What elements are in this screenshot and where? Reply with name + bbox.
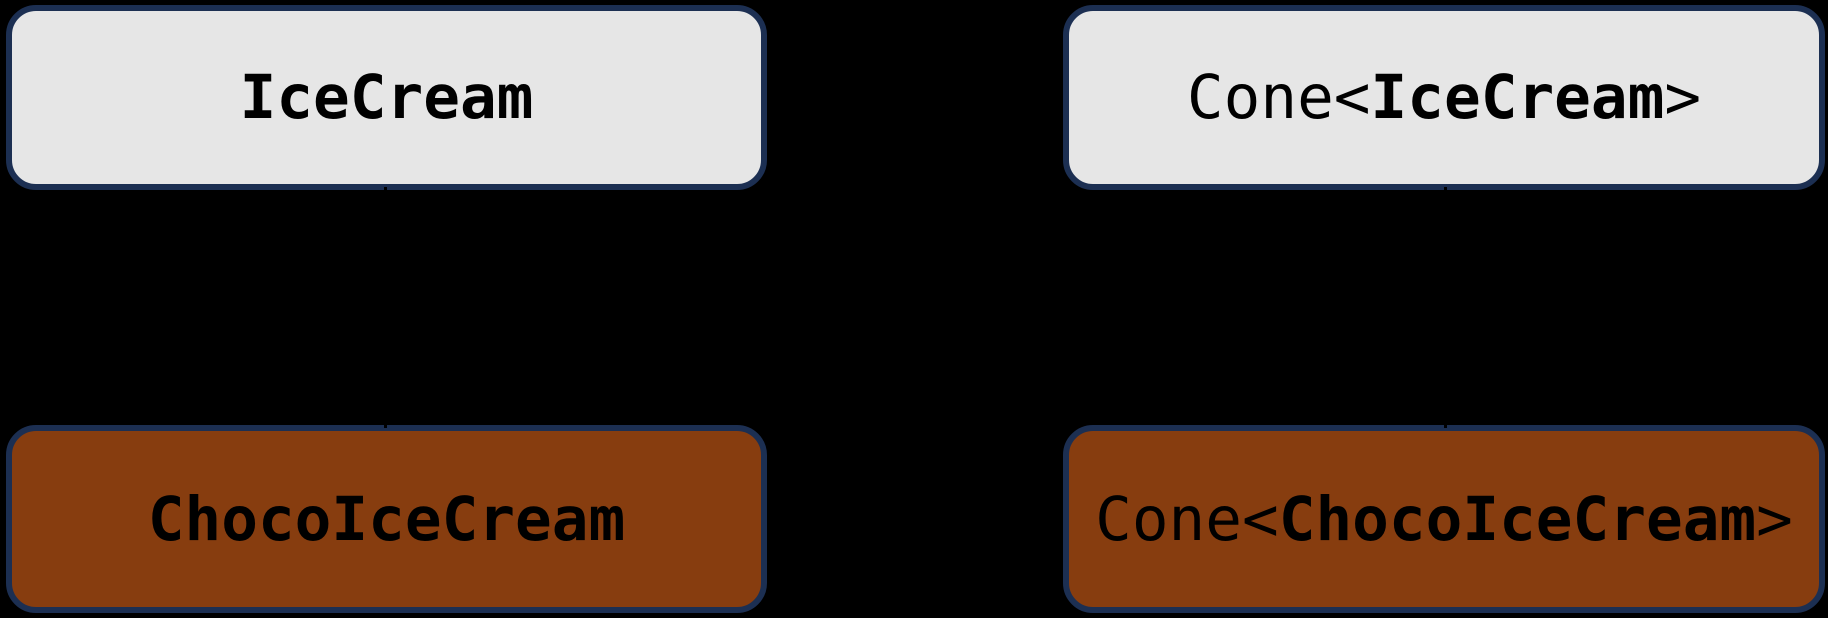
node-label-bold: ChocoIceCream (1278, 483, 1757, 555)
node-label-prefix: Cone< (1095, 483, 1279, 555)
inheritance-arrow-left (384, 187, 387, 428)
node-label: IceCream (240, 62, 534, 133)
node-label-bold: ChocoIceCream (147, 483, 626, 555)
node-label-bold: IceCream (1370, 62, 1665, 133)
node-cone-chocoicecream: Cone<ChocoIceCream> (1063, 425, 1825, 613)
node-icecream: IceCream (6, 5, 767, 190)
node-label: Cone<ChocoIceCream> (1095, 484, 1793, 555)
node-label-bold: IceCream (239, 62, 534, 133)
node-label-suffix: > (1756, 483, 1793, 555)
node-label: Cone<IceCream> (1187, 62, 1701, 133)
node-label-suffix: > (1664, 62, 1702, 133)
node-label: ChocoIceCream (148, 484, 625, 555)
node-chocoicecream: ChocoIceCream (6, 425, 767, 613)
node-cone-icecream: Cone<IceCream> (1063, 5, 1825, 190)
node-label-prefix: Cone< (1186, 62, 1371, 133)
inheritance-arrow-right (1444, 187, 1447, 428)
